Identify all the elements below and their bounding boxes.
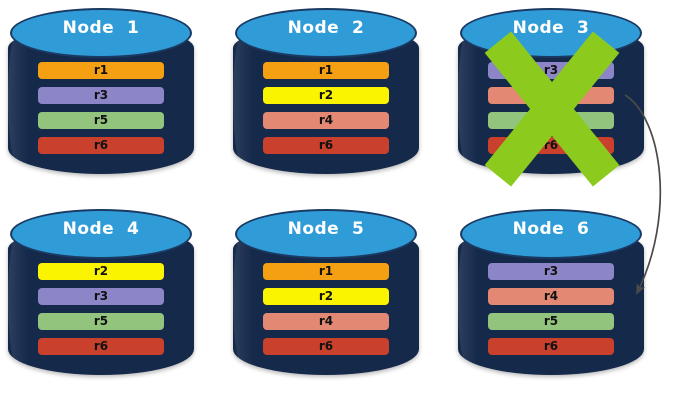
data-item[interactable]: r6	[38, 137, 164, 154]
data-item[interactable]: r4	[263, 112, 389, 129]
cylinder-top	[10, 209, 192, 259]
node-1[interactable]: Node 1 r1 r3 r5 r6	[8, 6, 194, 188]
data-item[interactable]: r5	[488, 112, 614, 129]
data-item-list: r1 r3 r5 r6	[38, 62, 164, 162]
cylinder-top	[235, 8, 417, 58]
cylinder-top	[235, 209, 417, 259]
data-item[interactable]: r1	[263, 62, 389, 79]
data-item[interactable]: r6	[488, 137, 614, 154]
data-item-list: r3 r4 r5 r6	[488, 263, 614, 363]
node-label: Node 5	[287, 219, 365, 239]
data-item[interactable]: r4	[263, 313, 389, 330]
data-item[interactable]: r6	[263, 137, 389, 154]
node-5[interactable]: Node 5 r1 r2 r4 r6	[233, 207, 419, 389]
data-item[interactable]: r2	[263, 288, 389, 305]
data-item-list: r1 r2 r4 r6	[263, 62, 389, 162]
data-item[interactable]: r4	[488, 87, 614, 104]
node-2[interactable]: Node 2 r1 r2 r4 r6	[233, 6, 419, 188]
data-item[interactable]: r2	[38, 263, 164, 280]
data-item[interactable]: r3	[488, 263, 614, 280]
node-label: Node 6	[512, 219, 590, 239]
node-3[interactable]: Node 3 r3 r4 r5 r6	[458, 6, 644, 188]
data-item-list: r1 r2 r4 r6	[263, 263, 389, 363]
data-item[interactable]: r5	[488, 313, 614, 330]
data-item[interactable]: r1	[38, 62, 164, 79]
data-item-list: r2 r3 r5 r6	[38, 263, 164, 363]
data-item[interactable]: r5	[38, 313, 164, 330]
node-label: Node 3	[512, 18, 590, 38]
data-item[interactable]: r2	[263, 87, 389, 104]
data-item[interactable]: r3	[488, 62, 614, 79]
node-4[interactable]: Node 4 r2 r3 r5 r6	[8, 207, 194, 389]
cylinder-top	[460, 209, 642, 259]
data-item[interactable]: r6	[488, 338, 614, 355]
data-item[interactable]: r4	[488, 288, 614, 305]
data-item-list: r3 r4 r5 r6	[488, 62, 614, 162]
data-item[interactable]: r5	[38, 112, 164, 129]
node-label: Node 4	[62, 219, 140, 239]
data-item[interactable]: r3	[38, 288, 164, 305]
data-item[interactable]: r3	[38, 87, 164, 104]
node-6[interactable]: Node 6 r3 r4 r5 r6	[458, 207, 644, 389]
data-item[interactable]: r6	[38, 338, 164, 355]
data-item[interactable]: r1	[263, 263, 389, 280]
data-item[interactable]: r6	[263, 338, 389, 355]
node-label: Node 1	[62, 18, 140, 38]
cylinder-top	[10, 8, 192, 58]
node-label: Node 2	[287, 18, 365, 38]
